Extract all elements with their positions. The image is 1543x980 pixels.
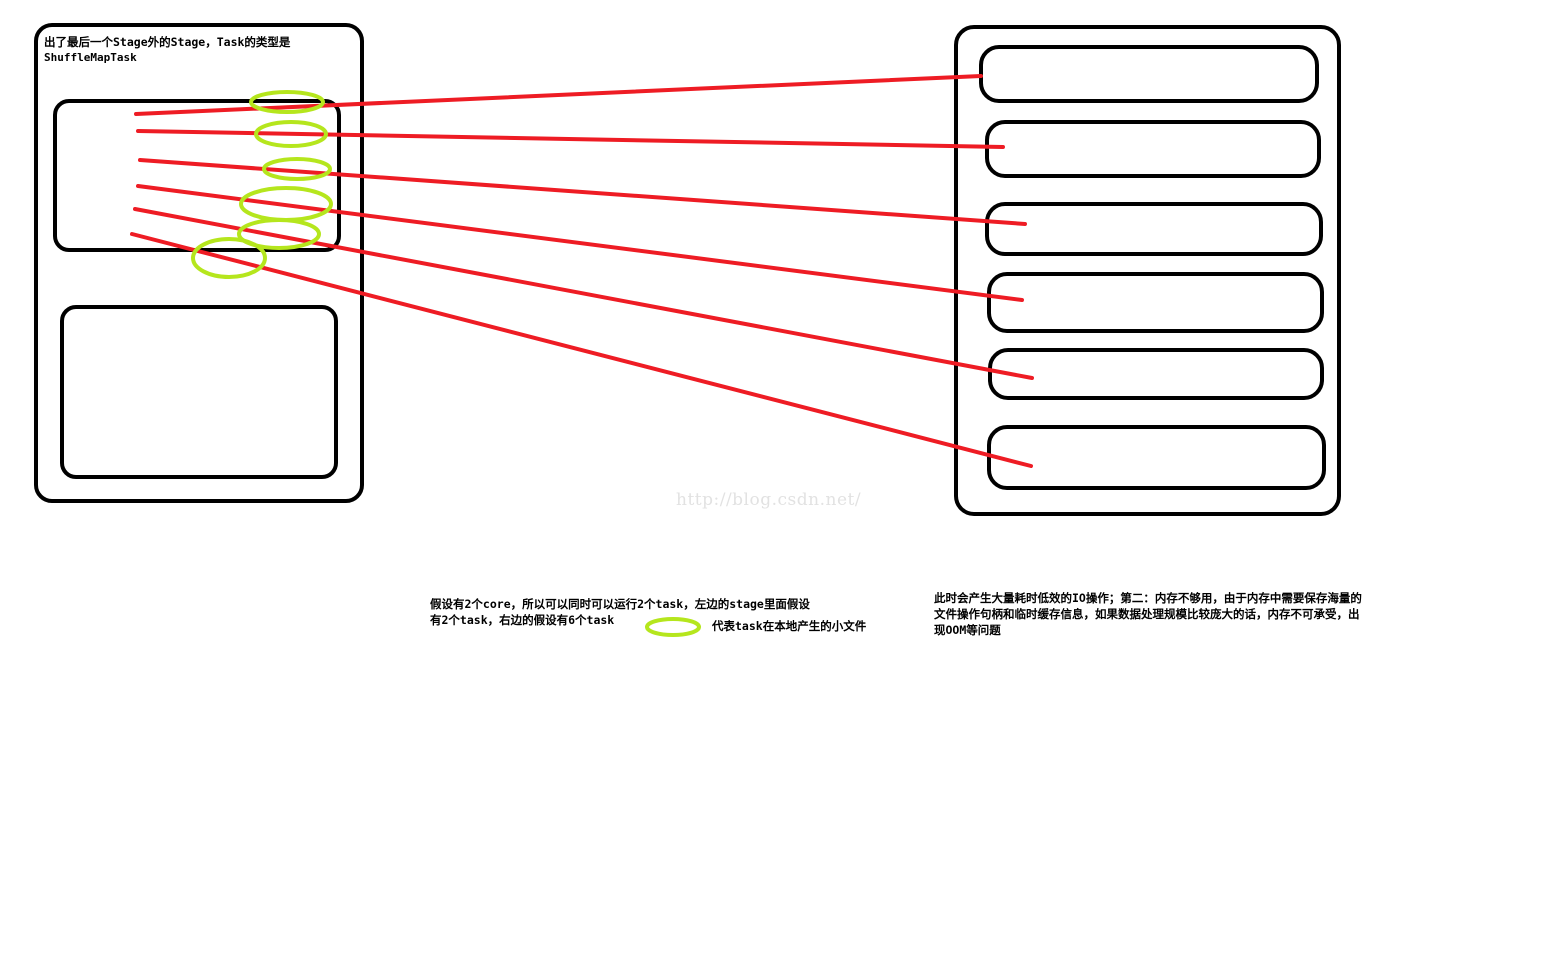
file-marker-5 [237,218,321,250]
problem-note-line-3: 现OOM等问题 [934,623,1001,637]
left-stage-title-line-1: 出了最后一个Stage外的Stage，Task的类型是 [44,35,291,49]
file-marker-3 [262,157,332,181]
right-stage-box [954,25,1341,516]
connection-line-1 [134,74,983,116]
connection-line-2 [136,129,1005,149]
file-marker-1 [249,90,325,114]
file-marker-6 [191,237,267,279]
right-task-box-1 [979,45,1319,103]
watermark: http://blog.csdn.net/ [676,490,862,510]
right-task-box-6 [987,425,1326,490]
connection-line-3 [138,158,1027,226]
cores-note-line-1: 假设有2个core，所以可以同时可以运行2个task，左边的stage里面假设 [430,597,810,611]
problem-note-line-1: 此时会产生大量耗时低效的IO操作；第二：内存不够用，由于内存中需要保存海量的 [934,591,1362,605]
right-task-box-2 [985,120,1321,178]
connection-line-6 [130,232,1033,468]
right-task-box-4 [987,272,1324,333]
cores-note-line-2: 有2个task，右边的假设有6个task [430,613,615,627]
legend-file-marker [645,617,701,637]
left-stage-box [34,23,364,503]
connection-line-4 [136,184,1024,302]
file-marker-2 [254,120,328,148]
right-task-box-3 [985,202,1323,256]
left-stage-title-line-2: ShuffleMapTask [44,51,137,64]
problem-note-line-2: 文件操作句柄和临时缓存信息，如果数据处理规模比较庞大的话，内存不可承受，出 [934,607,1360,621]
connection-line-5 [133,207,1034,380]
legend-label: 代表task在本地产生的小文件 [712,619,867,633]
right-task-box-5 [988,348,1324,400]
left-task-box-2 [60,305,338,479]
